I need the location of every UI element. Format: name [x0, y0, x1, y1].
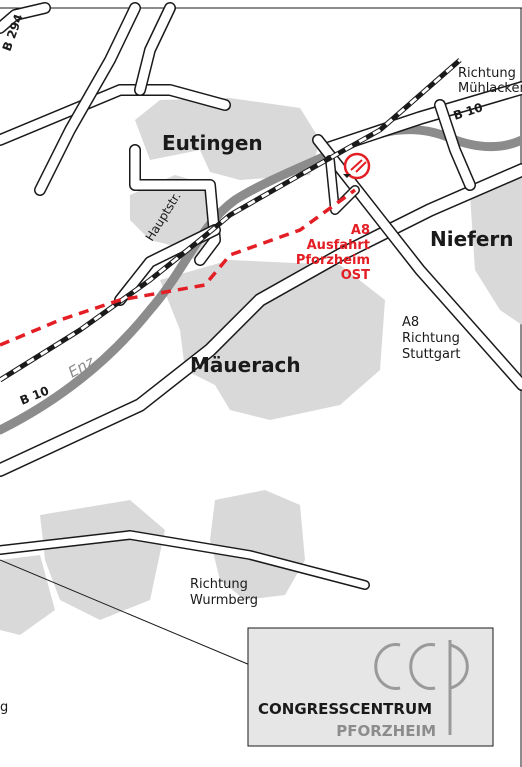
dir-muhlacker-line2: Mühlacker [458, 81, 522, 96]
exit-line3: Pforzheim [296, 253, 370, 268]
label-mauerach: Mäuerach [190, 353, 301, 377]
exit-slash-icon [350, 159, 367, 173]
logo-line2: PFORZHEIM [336, 722, 436, 740]
exit-line4: OST [341, 268, 370, 283]
dir-stuttgart-line2: Richtung [402, 331, 460, 346]
logo-mark-icon [374, 640, 469, 735]
label-niefern: Niefern [430, 227, 514, 251]
urban-area-niefern [470, 165, 522, 325]
label-eutingen: Eutingen [162, 131, 263, 155]
exit-circle-icon [343, 152, 371, 180]
dir-wurmberg-line1: Richtung [190, 577, 248, 592]
dir-stuttgart-line3: Stuttgart [402, 347, 460, 362]
exit-arrow-icon [343, 174, 351, 178]
road-hauptstr [129, 144, 221, 266]
road-b10 [0, 163, 522, 477]
roads [0, 2, 522, 590]
road-hauptstr-diag [114, 224, 221, 306]
dir-wurmberg-line2: Wurmberg [190, 593, 258, 608]
railway [0, 58, 462, 383]
exit-line2: Ausfahrt [307, 238, 370, 253]
urban-area-southwest [40, 500, 165, 620]
road-exit-connector [325, 155, 360, 215]
label-dir-muhlacker: Richtung Mühlacker [458, 66, 522, 96]
logo-line1: CONGRESSCENTRUM [258, 700, 432, 718]
dir-muhlacker-line1: Richtung [458, 66, 516, 81]
label-dir-stuttgart: A8 Richtung Stuttgart [402, 315, 460, 362]
urban-area-far-southwest [0, 555, 55, 635]
label-enz: Enz [65, 352, 98, 382]
road-niefern-north [434, 99, 476, 191]
urban-area-mauerach [160, 260, 385, 420]
label-dir-wurmberg: Richtung Wurmberg [190, 577, 258, 608]
label-cut-off: g [0, 700, 8, 715]
urban-areas [0, 98, 522, 635]
road-a8 [312, 134, 522, 391]
label-exit: A8 Ausfahrt Pforzheim OST [296, 223, 370, 283]
logo-pointer-line [0, 559, 251, 666]
dir-stuttgart-line1: A8 [402, 315, 419, 330]
urban-area-south [210, 490, 305, 600]
road-wurmberg [0, 530, 370, 590]
road-b294 [0, 2, 176, 196]
exit-marker [343, 152, 371, 180]
route-highlight [0, 188, 357, 347]
road-b10-east [323, 81, 522, 155]
urban-area-eutingen [135, 98, 320, 180]
ccp-logo: CONGRESSCENTRUM PFORZHEIM [247, 627, 494, 747]
road-eutingen-west [0, 84, 231, 146]
exit-line1: A8 [351, 223, 370, 238]
